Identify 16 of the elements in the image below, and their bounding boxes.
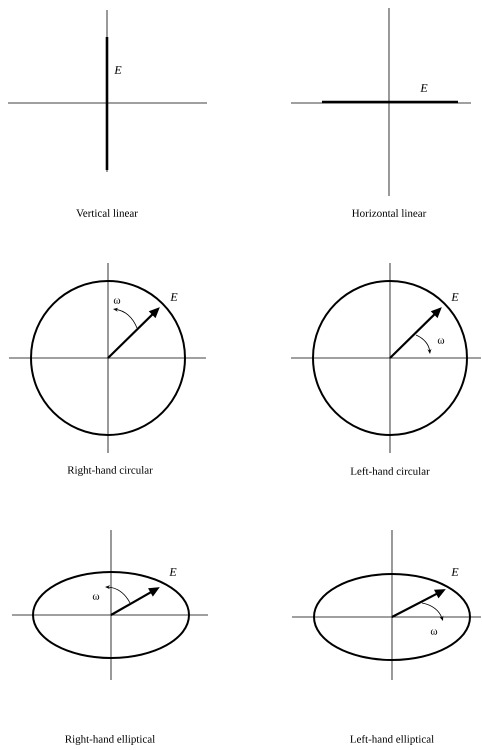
field-label: E xyxy=(169,568,176,576)
frequency-label: ω xyxy=(430,629,438,635)
caption: Vertical linear xyxy=(76,209,138,217)
field-label: E xyxy=(170,293,178,301)
field-label: E xyxy=(451,568,458,576)
caption: Horizontal linear xyxy=(352,209,426,217)
field-label: E xyxy=(420,84,428,92)
field-label: E xyxy=(451,293,458,301)
caption: Right-hand elliptical xyxy=(65,735,155,745)
frequency-label: ω xyxy=(114,298,120,304)
frequency-label: ω xyxy=(92,594,100,600)
caption: Left-hand circular xyxy=(350,467,430,475)
frequency-label: ω xyxy=(438,338,444,344)
caption: Right-hand circular xyxy=(68,466,153,476)
caption: Left-hand elliptical xyxy=(350,734,434,745)
field-label: E xyxy=(114,66,122,74)
